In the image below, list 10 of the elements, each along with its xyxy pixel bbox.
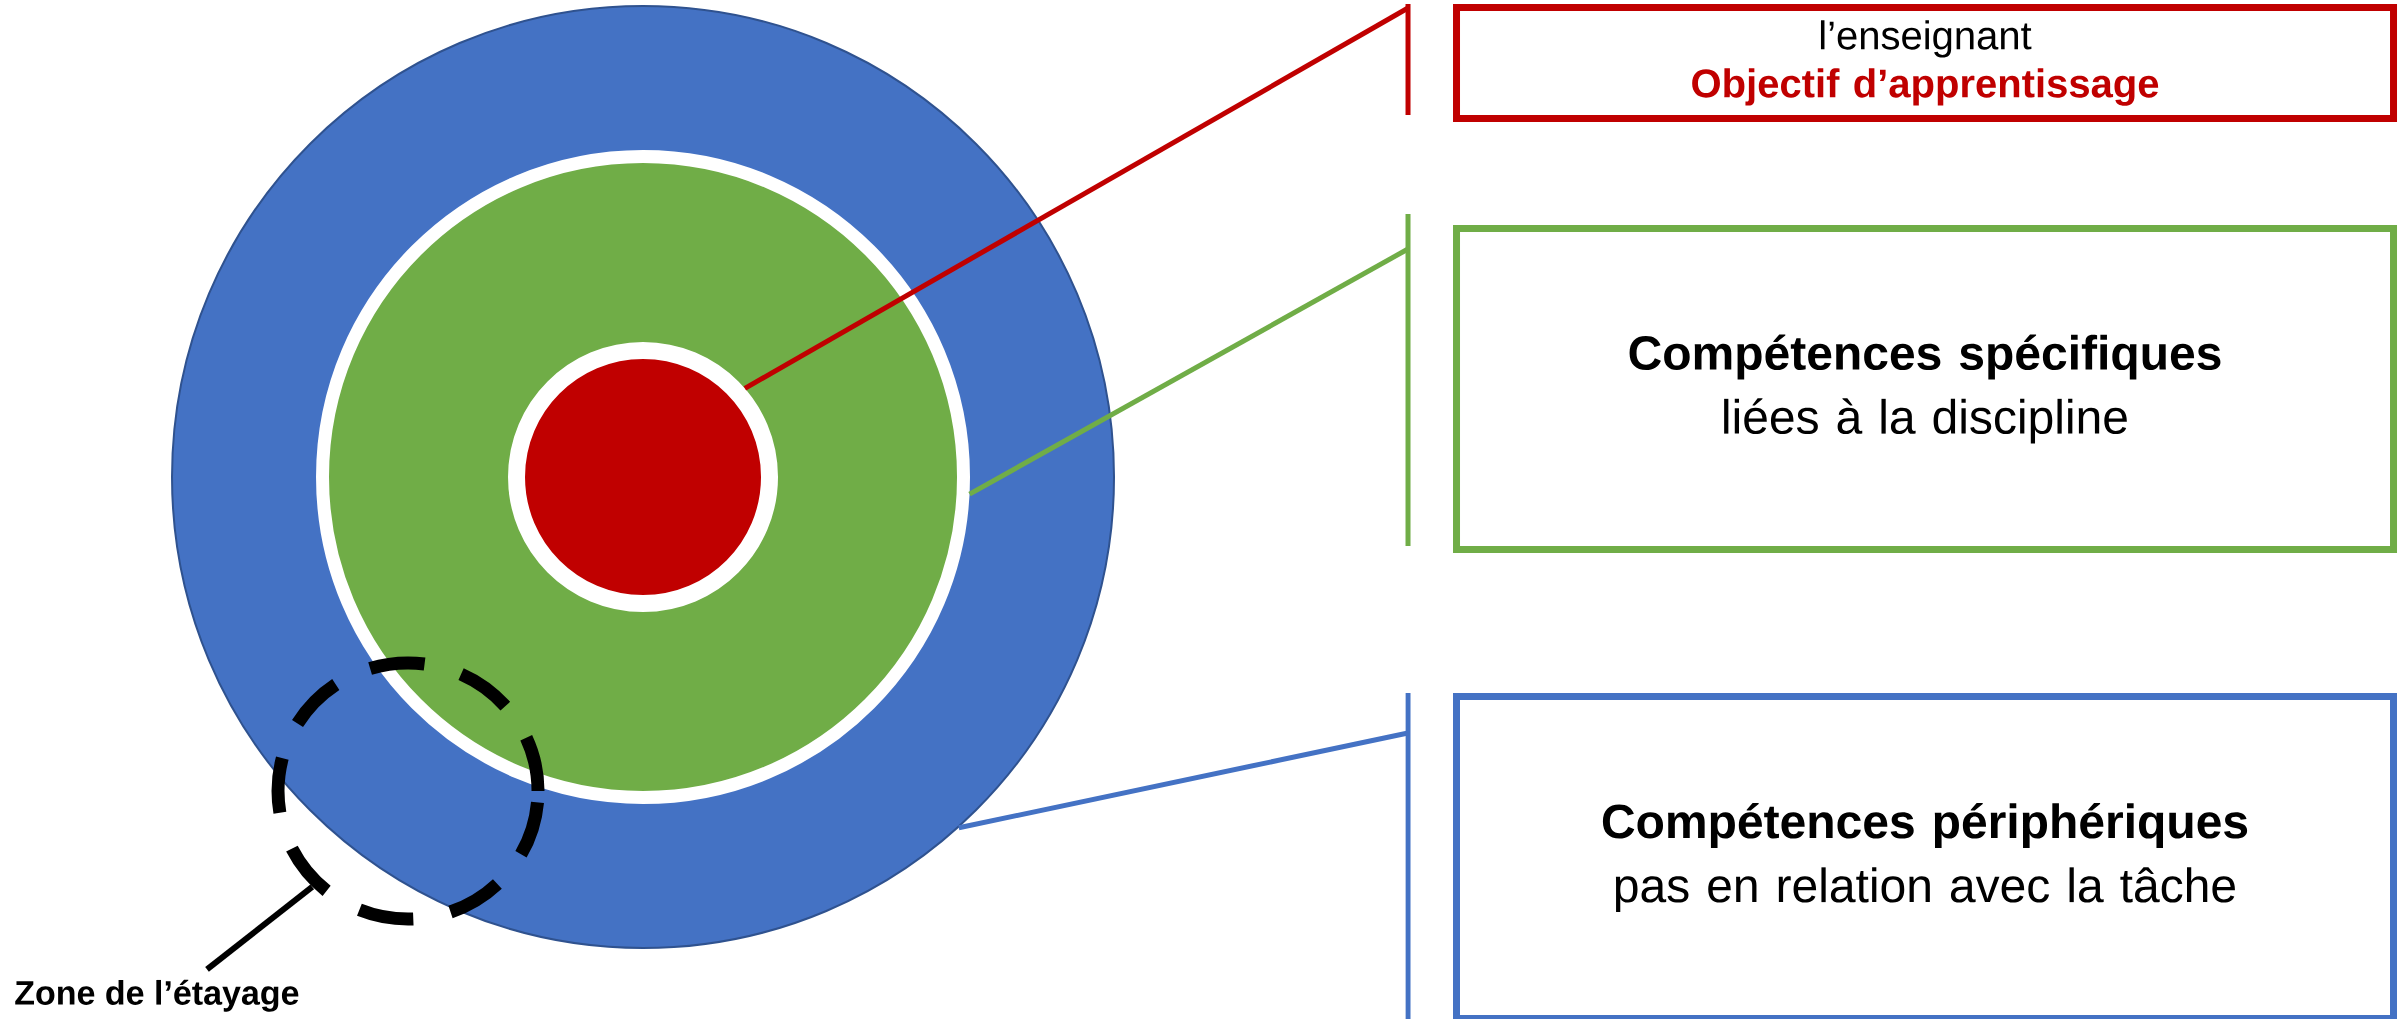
zone-label: Zone de l’étayage: [15, 979, 299, 1012]
text-box: Compétences périphériques pas en relation avec la tâche: [1405, 693, 2397, 1019]
connector-line: [743, 5, 1410, 391]
dashed-ellipse: [271, 656, 545, 926]
connector-line: [968, 246, 1410, 497]
text-box: Compétences spécifiques liées à la discipline: [1405, 214, 2397, 553]
ring-disc: [508, 342, 778, 612]
text-box: l’enseignant Objectif d’apprentissage: [1405, 4, 2397, 122]
connector-line: [958, 730, 1409, 831]
leader-line: [205, 884, 315, 972]
